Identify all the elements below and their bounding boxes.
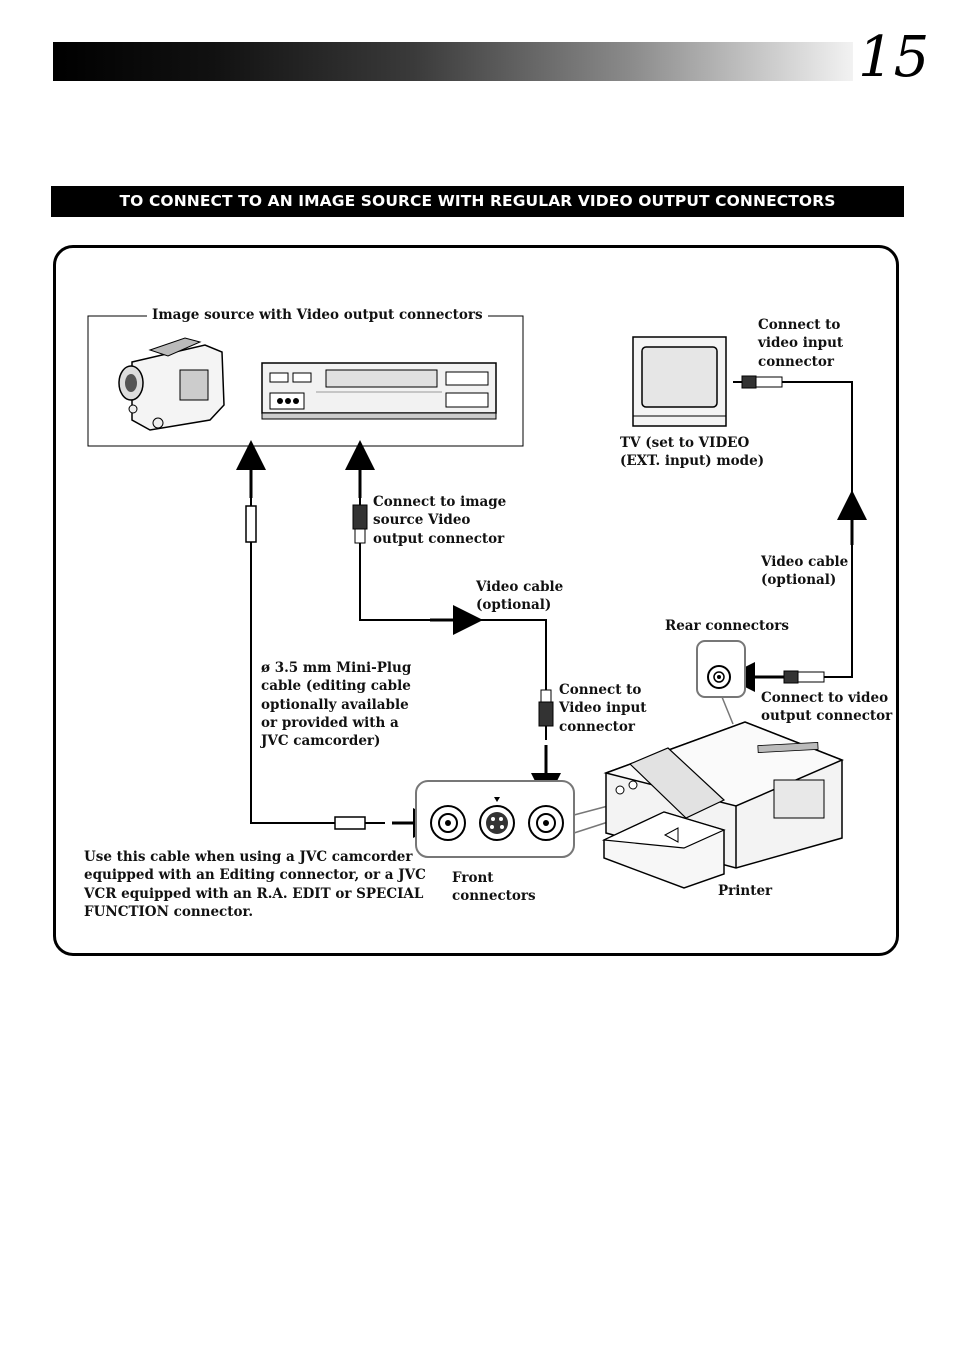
tv-icon [632,336,727,427]
tv-mode-label: TV (set to VIDEO (EXT. input) mode) [620,435,765,470]
video-cable-right-label: Video cable (optional) [761,554,849,589]
mini-plug-label: ø 3.5 mm Mini-Plug cable (editing cable … [261,660,412,750]
vcr-icon [261,362,497,420]
video-cable-right [782,381,853,678]
tv-connect-label: Connect to video input connector [758,317,844,370]
rca-plug [352,504,368,530]
rear-connectors-label: Rear connectors [665,618,789,634]
connect-image-source-label: Connect to image source Video output con… [373,494,507,547]
connect-video-input-label: Connect to Video input connector [559,682,647,735]
video-cable-left-label: Video cable (optional) [476,579,564,614]
connect-video-output-label: Connect to video output connector [761,690,893,725]
front-connectors-label: Front connectors [452,870,536,905]
front-connectors-panel [415,780,609,858]
section-title: TO CONNECT TO AN IMAGE SOURCE WITH REGUL… [51,186,904,217]
mini-plug-cable [250,542,335,824]
mini-plug [245,505,257,543]
printer-label: Printer [718,883,773,899]
printer-icon [601,721,844,889]
diagram-frame [53,245,899,956]
cable-note: Use this cable when using a JVC camcorde… [84,849,426,920]
camcorder-icon [118,337,225,431]
page-number: 15 [858,25,930,90]
header-gradient-bar [53,42,853,81]
image-source-label: Image source with Video output connector… [147,306,488,324]
rear-connector-bubble [696,640,746,725]
